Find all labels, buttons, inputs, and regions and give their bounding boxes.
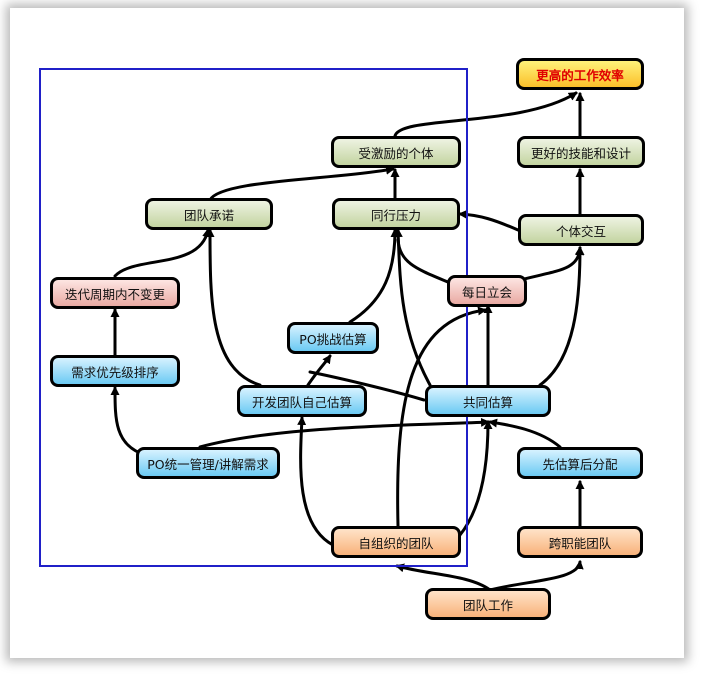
node-joint-estimate: 共同估算 [425,385,551,417]
arrow-self-org-to-joint-estimate [458,420,493,537]
node-individual-interaction: 个体交互 [518,214,644,246]
arrow-interaction-to-peer-pressure [458,209,520,232]
node-team-commitment: 团队承诺 [145,198,273,230]
node-estimate-then-assign: 先估算后分配 [517,447,643,479]
arrow-joint-to-interaction [538,246,585,387]
arrow-self-org-to-daily-standup [396,306,487,528]
node-daily-standup: 每日立会 [447,275,527,307]
node-no-change-in-iteration: 迭代周期内不变更 [50,277,180,309]
node-self-organizing-team: 自组织的团队 [331,526,461,558]
node-po-unified-management: PO统一管理/讲解需求 [136,447,280,479]
arrow-assign-to-joint [488,418,562,449]
arrow-teamwork-to-self-org [395,563,492,592]
grouping-box [39,68,468,567]
node-better-skills-design: 更好的技能和设计 [517,136,645,168]
node-peer-pressure: 同行压力 [332,198,460,230]
node-teamwork: 团队工作 [425,588,551,620]
arrow-joint-left-link [308,370,426,402]
arrow-standup-to-interaction [518,246,584,282]
arrow-dev-estimate-to-commitment [205,228,262,387]
node-motivated-individual: 受激励的个体 [331,136,461,168]
node-cross-functional-team: 跨职能团队 [517,526,643,558]
node-po-challenge-estimate: PO挑战估算 [287,322,379,354]
arrow-standup-to-peer-pressure [396,238,457,287]
node-dev-team-self-estimate: 开发团队自己估算 [237,385,367,417]
arrow-no-change-to-commitment [113,228,212,278]
arrow-po-mgmt-to-joint [198,417,490,449]
arrow-self-org-to-dev-estimate [297,416,335,547]
node-higher-efficiency: 更高的工作效率 [516,58,644,90]
arrow-teamwork-to-cross-func [488,560,584,592]
arrow-dev-estimate-to-po-challenge [306,354,332,387]
node-requirement-prioritization: 需求优先级排序 [50,355,180,387]
arrow-commitment-to-motivated [208,165,395,202]
arrow-po-challenge-to-peer-pressure [348,228,400,324]
